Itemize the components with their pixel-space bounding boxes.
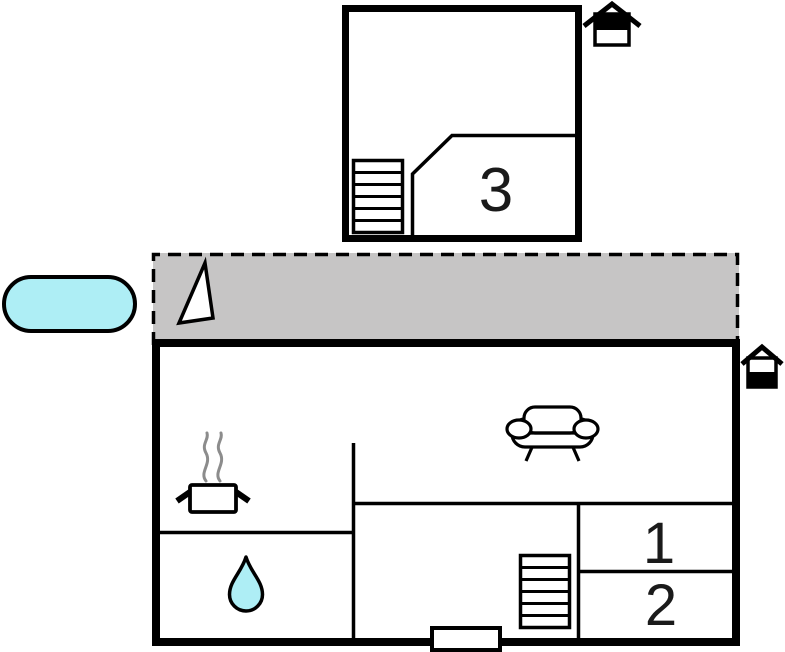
room3-partition-wall [410,133,577,237]
room-label-1: 1 [643,511,675,576]
house-body [746,356,778,389]
upper-floor: 3 [342,0,642,242]
house-ground-level-icon [740,343,784,389]
sofa-armrest-left [505,418,533,440]
sail-triangle-icon [176,256,215,326]
staircase-icon-ground [518,553,572,630]
steam-line-right [216,431,224,483]
sofa-icon [505,405,600,462]
cooking-pot-icon [175,431,251,514]
pot-handle-left [175,489,192,504]
room-label-2: 2 [645,573,677,638]
ground-floor: 1 2 [152,339,784,652]
house-body [593,12,631,47]
pot-handle-right [234,489,251,504]
terrace-area [151,252,740,345]
pool-icon [2,275,137,333]
sofa-armrest-right [572,418,600,440]
staircase-steps [353,171,403,222]
entrance-door [430,626,502,652]
water-drop-icon [227,555,265,613]
steam-line-left [202,431,210,483]
terrace-dashed-border [151,252,740,345]
room-label-3: 3 [479,156,513,225]
terrace-fill [153,253,739,344]
staircase-icon [351,158,405,235]
house-lower-band [748,372,776,387]
pot-body [188,483,238,514]
house-upper-level-icon [582,0,642,47]
staircase-steps [520,566,570,617]
house-upper-band [595,14,629,30]
